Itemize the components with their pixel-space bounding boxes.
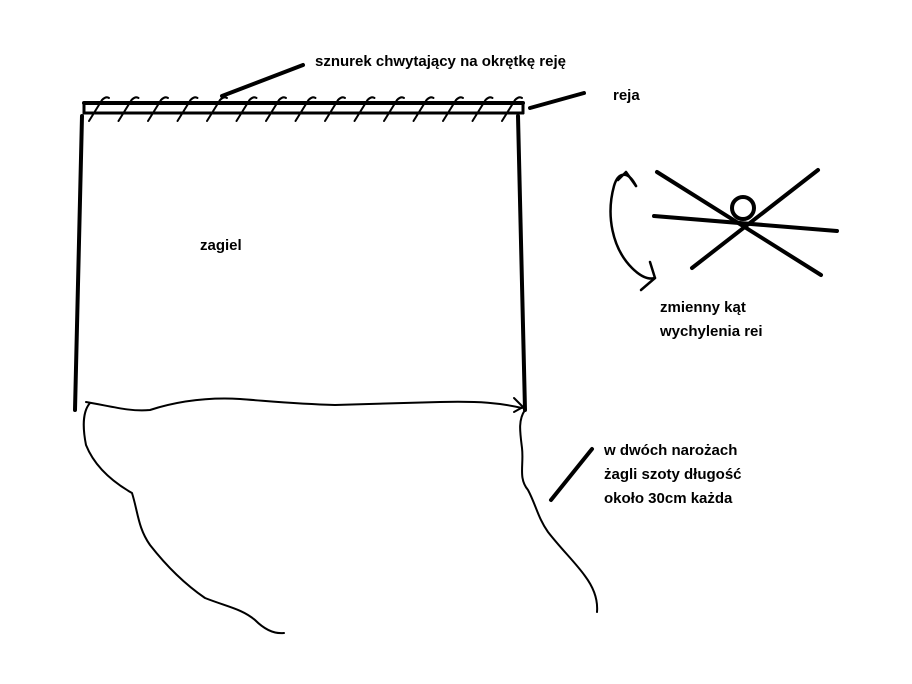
sheet-right: [519, 409, 599, 613]
angle-label-line-1: zmienny kąt: [660, 299, 746, 316]
sheets-pointer-line: [549, 447, 594, 502]
lashing-label: sznurek chwytający na okrętkę reję: [315, 53, 566, 70]
sail-label: zagiel: [200, 237, 242, 254]
lashing-wrap: [442, 96, 464, 122]
lashing-wrap: [324, 96, 346, 122]
sheets-label-line-2: żagli szoty długość: [604, 466, 742, 483]
yard-pointer-line: [528, 91, 586, 110]
yard: [82, 101, 525, 115]
angle-label-line-2: wychylenia rei: [660, 323, 763, 340]
lashing-wrap: [353, 96, 376, 122]
yard-label: reja: [613, 87, 640, 104]
lashing-wrap: [471, 96, 494, 122]
lashing-wrap: [412, 96, 435, 122]
lashing-wrap: [265, 96, 287, 122]
lashing-wrap: [88, 96, 110, 122]
lashing-pointer-line: [220, 63, 305, 98]
lashing-wrap: [294, 96, 317, 122]
sheet-left: [82, 402, 285, 635]
sheets-label: w dwóch narożach żagli szoty długość oko…: [604, 439, 742, 511]
angle-label: zmienny kąt wychylenia rei: [660, 296, 763, 344]
lashing-rope-wraps: [88, 96, 523, 122]
lashing-wrap: [176, 96, 199, 122]
lashing-wrap: [501, 96, 523, 122]
sail-outline: [73, 114, 527, 413]
lashing-wrap: [147, 96, 169, 122]
lashing-wrap: [235, 96, 258, 122]
sheets-label-line-3: około 30cm każda: [604, 490, 733, 507]
angle-curved-arrow: [609, 170, 657, 292]
yard-angle-symbol: [652, 168, 839, 277]
lashing-wrap: [206, 96, 228, 122]
sheets-label-line-1: w dwóch narożach: [604, 442, 738, 459]
lashing-wrap: [117, 96, 140, 122]
lashing-wrap: [383, 96, 405, 122]
